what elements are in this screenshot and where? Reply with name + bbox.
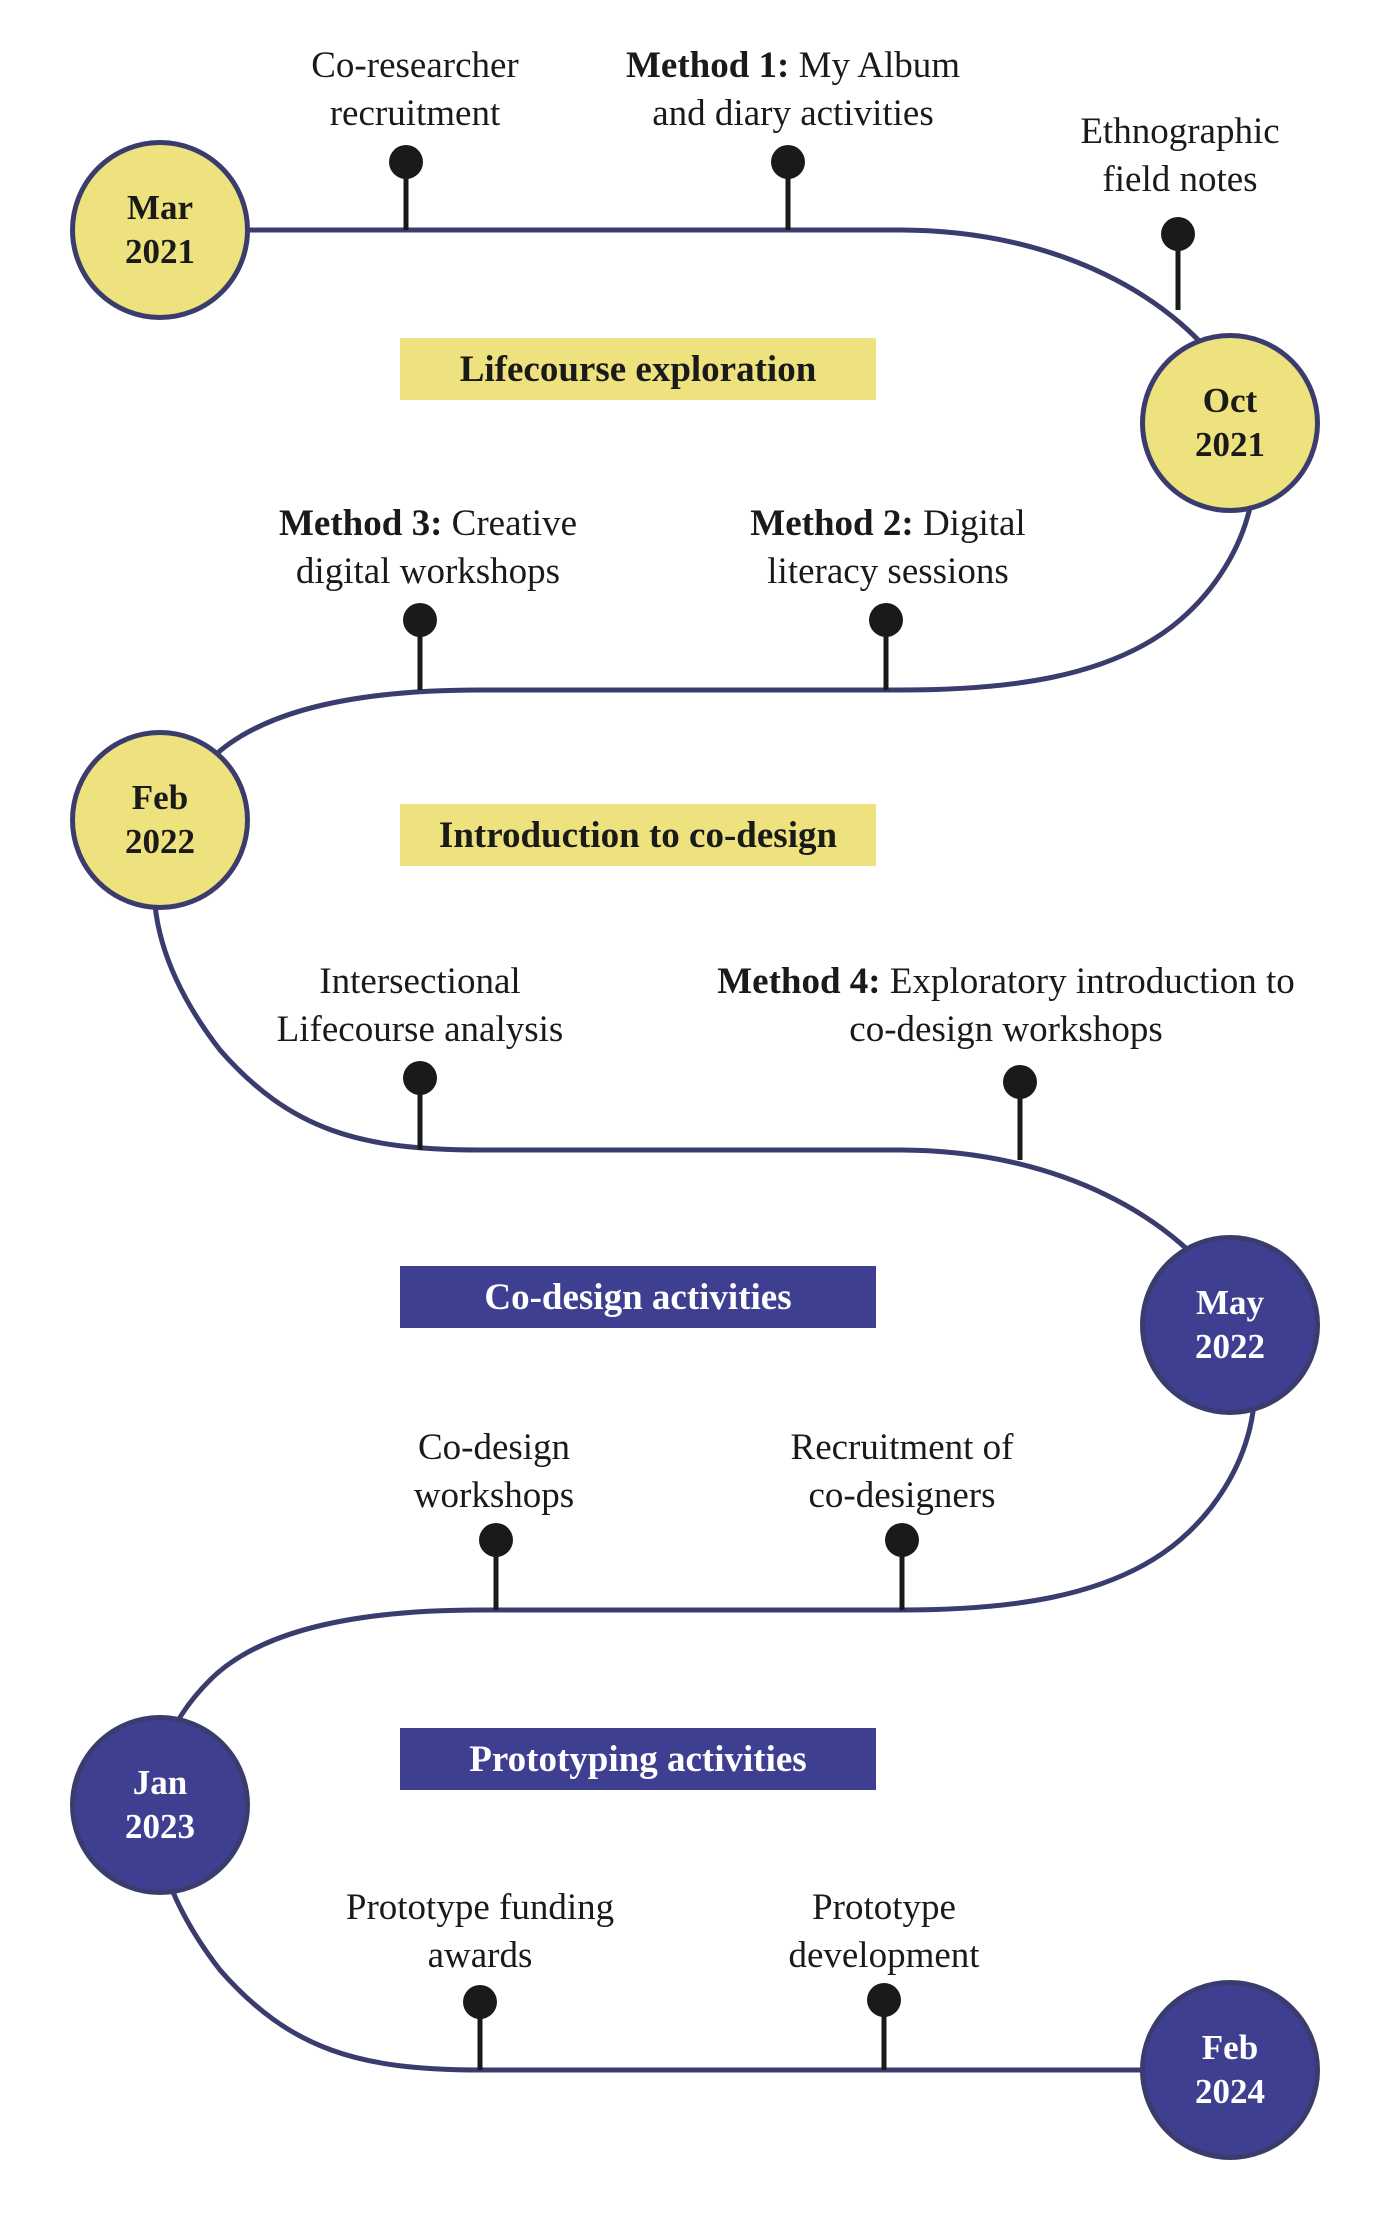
milestone-pin-head	[1161, 217, 1195, 251]
date-month: Feb	[131, 778, 189, 817]
pin-group	[389, 145, 1195, 2070]
date-month: Oct	[1202, 381, 1258, 420]
milestone-line1: Prototype	[812, 1887, 956, 1928]
milestone-label-ethnographic-field-notes: Ethnographic field notes	[1080, 108, 1279, 204]
date-node-jan-2023: Jan 2023	[70, 1715, 250, 1895]
milestone-label-co-design-workshops: Co-design workshops	[414, 1424, 574, 1520]
date-node-feb-2022: Feb 2022	[70, 730, 250, 910]
milestone-label-method-3: Method 3: Creative digital workshops	[279, 500, 577, 596]
milestone-line1: Creative	[442, 503, 577, 544]
milestone-line1: Ethnographic	[1080, 111, 1280, 152]
milestone-line1: Exploratory introduction to	[880, 961, 1295, 1002]
milestone-line2: and diary activities	[652, 93, 934, 134]
milestone-pin-head	[403, 603, 437, 637]
milestone-pin	[885, 1523, 919, 1610]
date-node-oct-2021: Oct 2021	[1140, 333, 1320, 513]
milestone-pin	[403, 1061, 437, 1150]
milestone-line2: digital workshops	[295, 551, 561, 592]
date-node-feb-2024: Feb 2024	[1140, 1980, 1320, 2160]
milestone-line1: Prototype funding	[345, 1887, 615, 1928]
timeline-path	[151, 227, 1258, 2073]
milestone-line1: Co-design	[417, 1427, 571, 1468]
milestone-label-recruitment-of-co-designers: Recruitment of co-designers	[791, 1424, 1014, 1520]
milestone-line2: awards	[427, 1935, 533, 1976]
milestone-bold: Method 2:	[750, 503, 914, 544]
milestone-pin-head	[389, 145, 423, 179]
milestone-bold: Method 3:	[279, 503, 443, 544]
milestone-line2: development	[788, 1935, 980, 1976]
milestone-label-method-2: Method 2: Digital literacy sessions	[750, 500, 1025, 596]
phase-banner-co-design-activities: Co-design activities	[400, 1266, 876, 1328]
milestone-pin-head	[885, 1523, 919, 1557]
date-year: 2021	[125, 232, 195, 271]
milestone-pin-head	[867, 1983, 901, 2017]
milestone-pin-head	[1003, 1065, 1037, 1099]
milestone-line2: recruitment	[329, 93, 501, 134]
milestone-pin	[771, 145, 805, 230]
milestone-pin	[1161, 217, 1195, 310]
milestone-bold: Method 1:	[625, 45, 790, 86]
milestone-pin	[463, 1985, 497, 2070]
date-month: Jan	[132, 1763, 188, 1802]
milestone-line2: workshops	[413, 1475, 575, 1516]
milestone-label-method-4: Method 4: Exploratory introduction to co…	[717, 958, 1295, 1054]
date-month: Feb	[1201, 2028, 1259, 2067]
milestone-label-prototype-funding-awards: Prototype funding awards	[346, 1884, 614, 1980]
milestone-label-co-researcher-recruitment: Co-researcher recruitment	[311, 42, 518, 138]
milestone-line1: Digital	[913, 503, 1026, 544]
milestone-pin	[867, 1983, 901, 2070]
date-node-may-2022: May 2022	[1140, 1235, 1320, 1415]
milestone-line1: Recruitment of	[790, 1427, 1014, 1468]
milestone-pin	[1003, 1065, 1037, 1160]
phase-label: Co-design activities	[484, 1276, 792, 1318]
milestone-pin-head	[479, 1523, 513, 1557]
phase-banner-prototyping-activities: Prototyping activities	[400, 1728, 876, 1790]
milestone-pin-head	[463, 1985, 497, 2019]
milestone-line2: co-designers	[808, 1475, 996, 1516]
date-year: 2022	[125, 822, 195, 861]
date-year: 2024	[1195, 2072, 1265, 2111]
milestone-pin	[389, 145, 423, 230]
milestone-pin-head	[403, 1061, 437, 1095]
phase-label: Lifecourse exploration	[459, 348, 817, 390]
milestone-line2: Lifecourse analysis	[276, 1009, 564, 1050]
date-node-mar-2021: Mar 2021	[70, 140, 250, 320]
date-year: 2021	[1195, 425, 1265, 464]
milestone-line1: Co-researcher	[311, 45, 519, 86]
milestone-label-intersectional-lifecourse-analysis: Intersectional Lifecourse analysis	[277, 958, 564, 1054]
milestone-line2: literacy sessions	[767, 551, 1009, 592]
milestone-line1: Intersectional	[319, 961, 521, 1002]
milestone-line1: My Album	[789, 45, 961, 86]
milestone-line2: co-design workshops	[849, 1009, 1163, 1050]
date-year: 2023	[125, 1807, 195, 1846]
milestone-pin-head	[869, 603, 903, 637]
date-month: Mar	[126, 188, 194, 227]
milestone-pin	[479, 1523, 513, 1610]
milestone-pin	[869, 603, 903, 690]
phase-label: Prototyping activities	[469, 1738, 807, 1780]
date-year: 2022	[1195, 1327, 1265, 1366]
milestone-pin	[403, 603, 437, 690]
milestone-label-prototype-development: Prototype development	[788, 1884, 979, 1980]
milestone-label-method-1: Method 1: My Album and diary activities	[626, 42, 960, 138]
phase-banner-introduction-to-co-design: Introduction to co-design	[400, 804, 876, 866]
date-month: May	[1195, 1283, 1265, 1322]
phase-label: Introduction to co-design	[438, 814, 838, 856]
milestone-line2: field notes	[1102, 159, 1258, 200]
phase-banner-lifecourse-exploration: Lifecourse exploration	[400, 338, 876, 400]
milestone-pin-head	[771, 145, 805, 179]
milestone-bold: Method 4:	[717, 961, 881, 1002]
